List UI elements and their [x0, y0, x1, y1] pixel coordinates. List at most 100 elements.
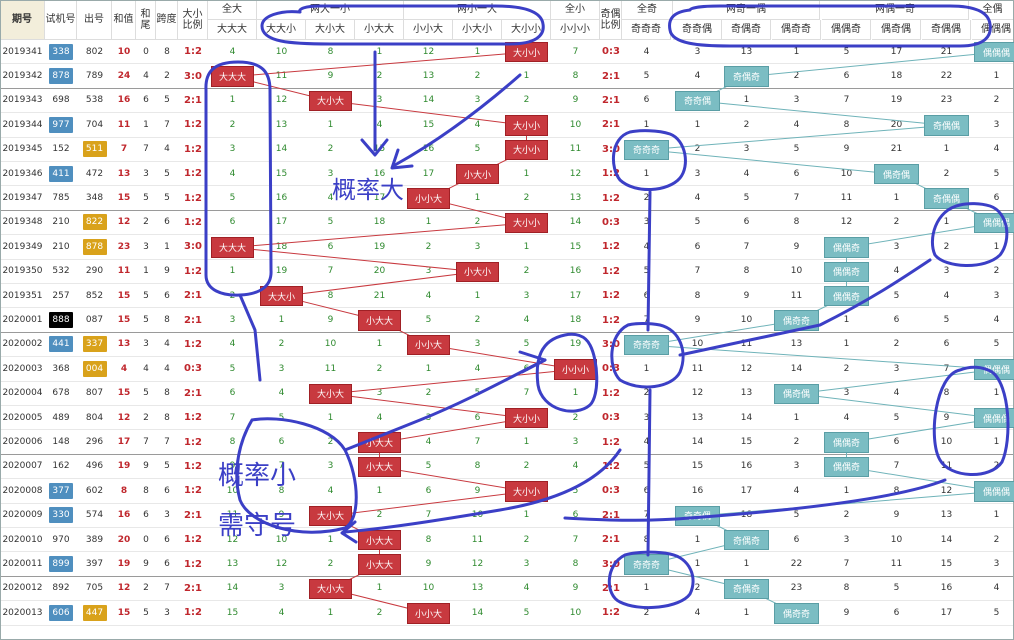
odd-even-miss-cell: 3: [793, 95, 800, 106]
big-small-miss-cell: 10: [471, 510, 484, 521]
odd-even-miss-cell: 5: [793, 510, 800, 521]
odd-even-miss-cell: 8: [943, 388, 950, 399]
draw-number-cell: 704: [85, 119, 104, 130]
big-small-hit-box: 小小小: [554, 359, 597, 380]
odd-even-miss-cell: 11: [890, 559, 903, 570]
issue-cell: 2020003: [2, 363, 43, 374]
big-small-miss-cell: 15: [569, 241, 582, 252]
sum-cell: 4: [120, 363, 128, 374]
big-small-hit-box: 大大大: [211, 237, 254, 258]
big-small-hit-box: 大大大: [211, 66, 254, 87]
big-small-miss-cell: 1: [523, 168, 530, 179]
test-number-cell: 210: [52, 217, 70, 228]
sum-cell: 24: [117, 71, 131, 82]
odd-even-miss-cell: 3: [743, 144, 750, 155]
big-small-ratio-cell: 1:2: [184, 436, 202, 448]
odd-even-miss-cell: 2: [943, 241, 950, 252]
odd-even-miss-cell: 12: [691, 388, 704, 399]
odd-even-miss-cell: 7: [643, 315, 650, 326]
odd-even-miss-cell: 3: [993, 290, 1000, 301]
big-small-miss-cell: 5: [572, 485, 579, 496]
odd-even-miss-cell: 4: [993, 144, 1000, 155]
big-small-miss-cell: 10: [569, 119, 582, 130]
odd-even-miss-cell: 5: [943, 315, 950, 326]
span-cell: 5: [164, 193, 170, 204]
hdr-allbig-group: 全大: [208, 0, 257, 20]
odd-even-miss-cell: 8: [843, 119, 850, 130]
hdr-allsmall-group: 全小: [551, 0, 600, 20]
odd-even-ratio-cell: 0:3: [602, 412, 620, 424]
big-small-hit-box: 大大小: [260, 286, 303, 307]
odd-even-miss-cell: 4: [893, 266, 900, 277]
test-number-cell: 257: [52, 290, 70, 301]
big-small-miss-cell: 1: [523, 437, 530, 448]
big-small-miss-cell: 1: [523, 510, 530, 521]
test-number-cell: 330: [45, 504, 77, 527]
issue-cell: 2020012: [2, 583, 43, 594]
big-small-miss-cell: 4: [376, 119, 383, 130]
sum-tail-cell: 5: [143, 290, 149, 301]
big-small-miss-cell: 19: [275, 266, 288, 277]
issue-cell: 2020002: [2, 339, 43, 350]
odd-even-miss-cell: 2: [793, 437, 800, 448]
odd-even-miss-cell: 1: [743, 559, 750, 570]
big-small-miss-cell: 4: [425, 290, 432, 301]
big-small-miss-cell: 2: [523, 95, 530, 106]
issue-cell: 2020011: [2, 559, 43, 570]
big-small-miss-cell: 1: [229, 266, 236, 277]
odd-even-miss-cell: 11: [740, 339, 753, 350]
odd-even-miss-cell: 17: [890, 46, 903, 57]
issue-cell: 2019346: [2, 168, 43, 179]
big-small-miss-cell: 15: [275, 168, 288, 179]
draw-number-cell: 807: [85, 388, 104, 399]
odd-even-miss-cell: 5: [643, 71, 650, 82]
big-small-miss-cell: 14: [569, 217, 582, 228]
sum-tail-cell: 1: [143, 119, 149, 130]
odd-even-miss-cell: 10: [940, 437, 953, 448]
odd-even-miss-cell: 2: [993, 266, 1000, 277]
big-small-miss-cell: 2: [523, 534, 530, 545]
odd-even-miss-cell: 12: [840, 217, 853, 228]
test-number-cell: 606: [45, 601, 77, 624]
big-small-miss-cell: 5: [229, 193, 236, 204]
test-number-badge: 330: [49, 507, 73, 524]
test-number-badge: 441: [49, 336, 73, 353]
issue-cell: 2020008: [2, 485, 43, 496]
odd-even-miss-cell: 3: [694, 168, 701, 179]
header-0[interactable]: 期号: [0, 0, 45, 40]
odd-even-miss-cell: 13: [790, 339, 803, 350]
big-small-miss-cell: 2: [327, 144, 334, 155]
odd-even-miss-cell: 10: [890, 534, 903, 545]
sum-tail-cell: 4: [143, 71, 149, 82]
big-small-miss-cell: 5: [474, 144, 481, 155]
sum-cell: 15: [117, 388, 131, 399]
big-small-miss-cell: 1: [376, 339, 383, 350]
odd-even-miss-cell: 1: [943, 217, 950, 228]
odd-even-miss-cell: 1: [993, 71, 1000, 82]
big-small-miss-cell: 14: [471, 607, 484, 618]
odd-even-miss-cell: 16: [940, 583, 953, 594]
big-small-miss-cell: 7: [229, 412, 236, 423]
test-number-cell: 878: [45, 64, 77, 87]
big-small-miss-cell: 8: [278, 485, 285, 496]
big-small-hit-box: 小大大: [358, 530, 401, 551]
sum-cell: 15: [117, 193, 131, 204]
big-small-miss-cell: 15: [226, 607, 239, 618]
issue-cell: 2019344: [2, 119, 43, 130]
odd-even-miss-cell: 1: [843, 315, 850, 326]
test-number-cell: 970: [52, 534, 70, 545]
issue-cell: 2020006: [2, 437, 43, 448]
big-small-miss-cell: 4: [425, 437, 432, 448]
big-small-miss-cell: 11: [569, 144, 582, 155]
big-small-miss-cell: 6: [474, 412, 481, 423]
odd-even-miss-cell: 10: [740, 315, 753, 326]
sum-cell: 7: [120, 144, 128, 155]
big-small-miss-cell: 1: [327, 119, 334, 130]
sum-tail-cell: 2: [143, 583, 149, 594]
span-cell: 3: [164, 510, 170, 521]
